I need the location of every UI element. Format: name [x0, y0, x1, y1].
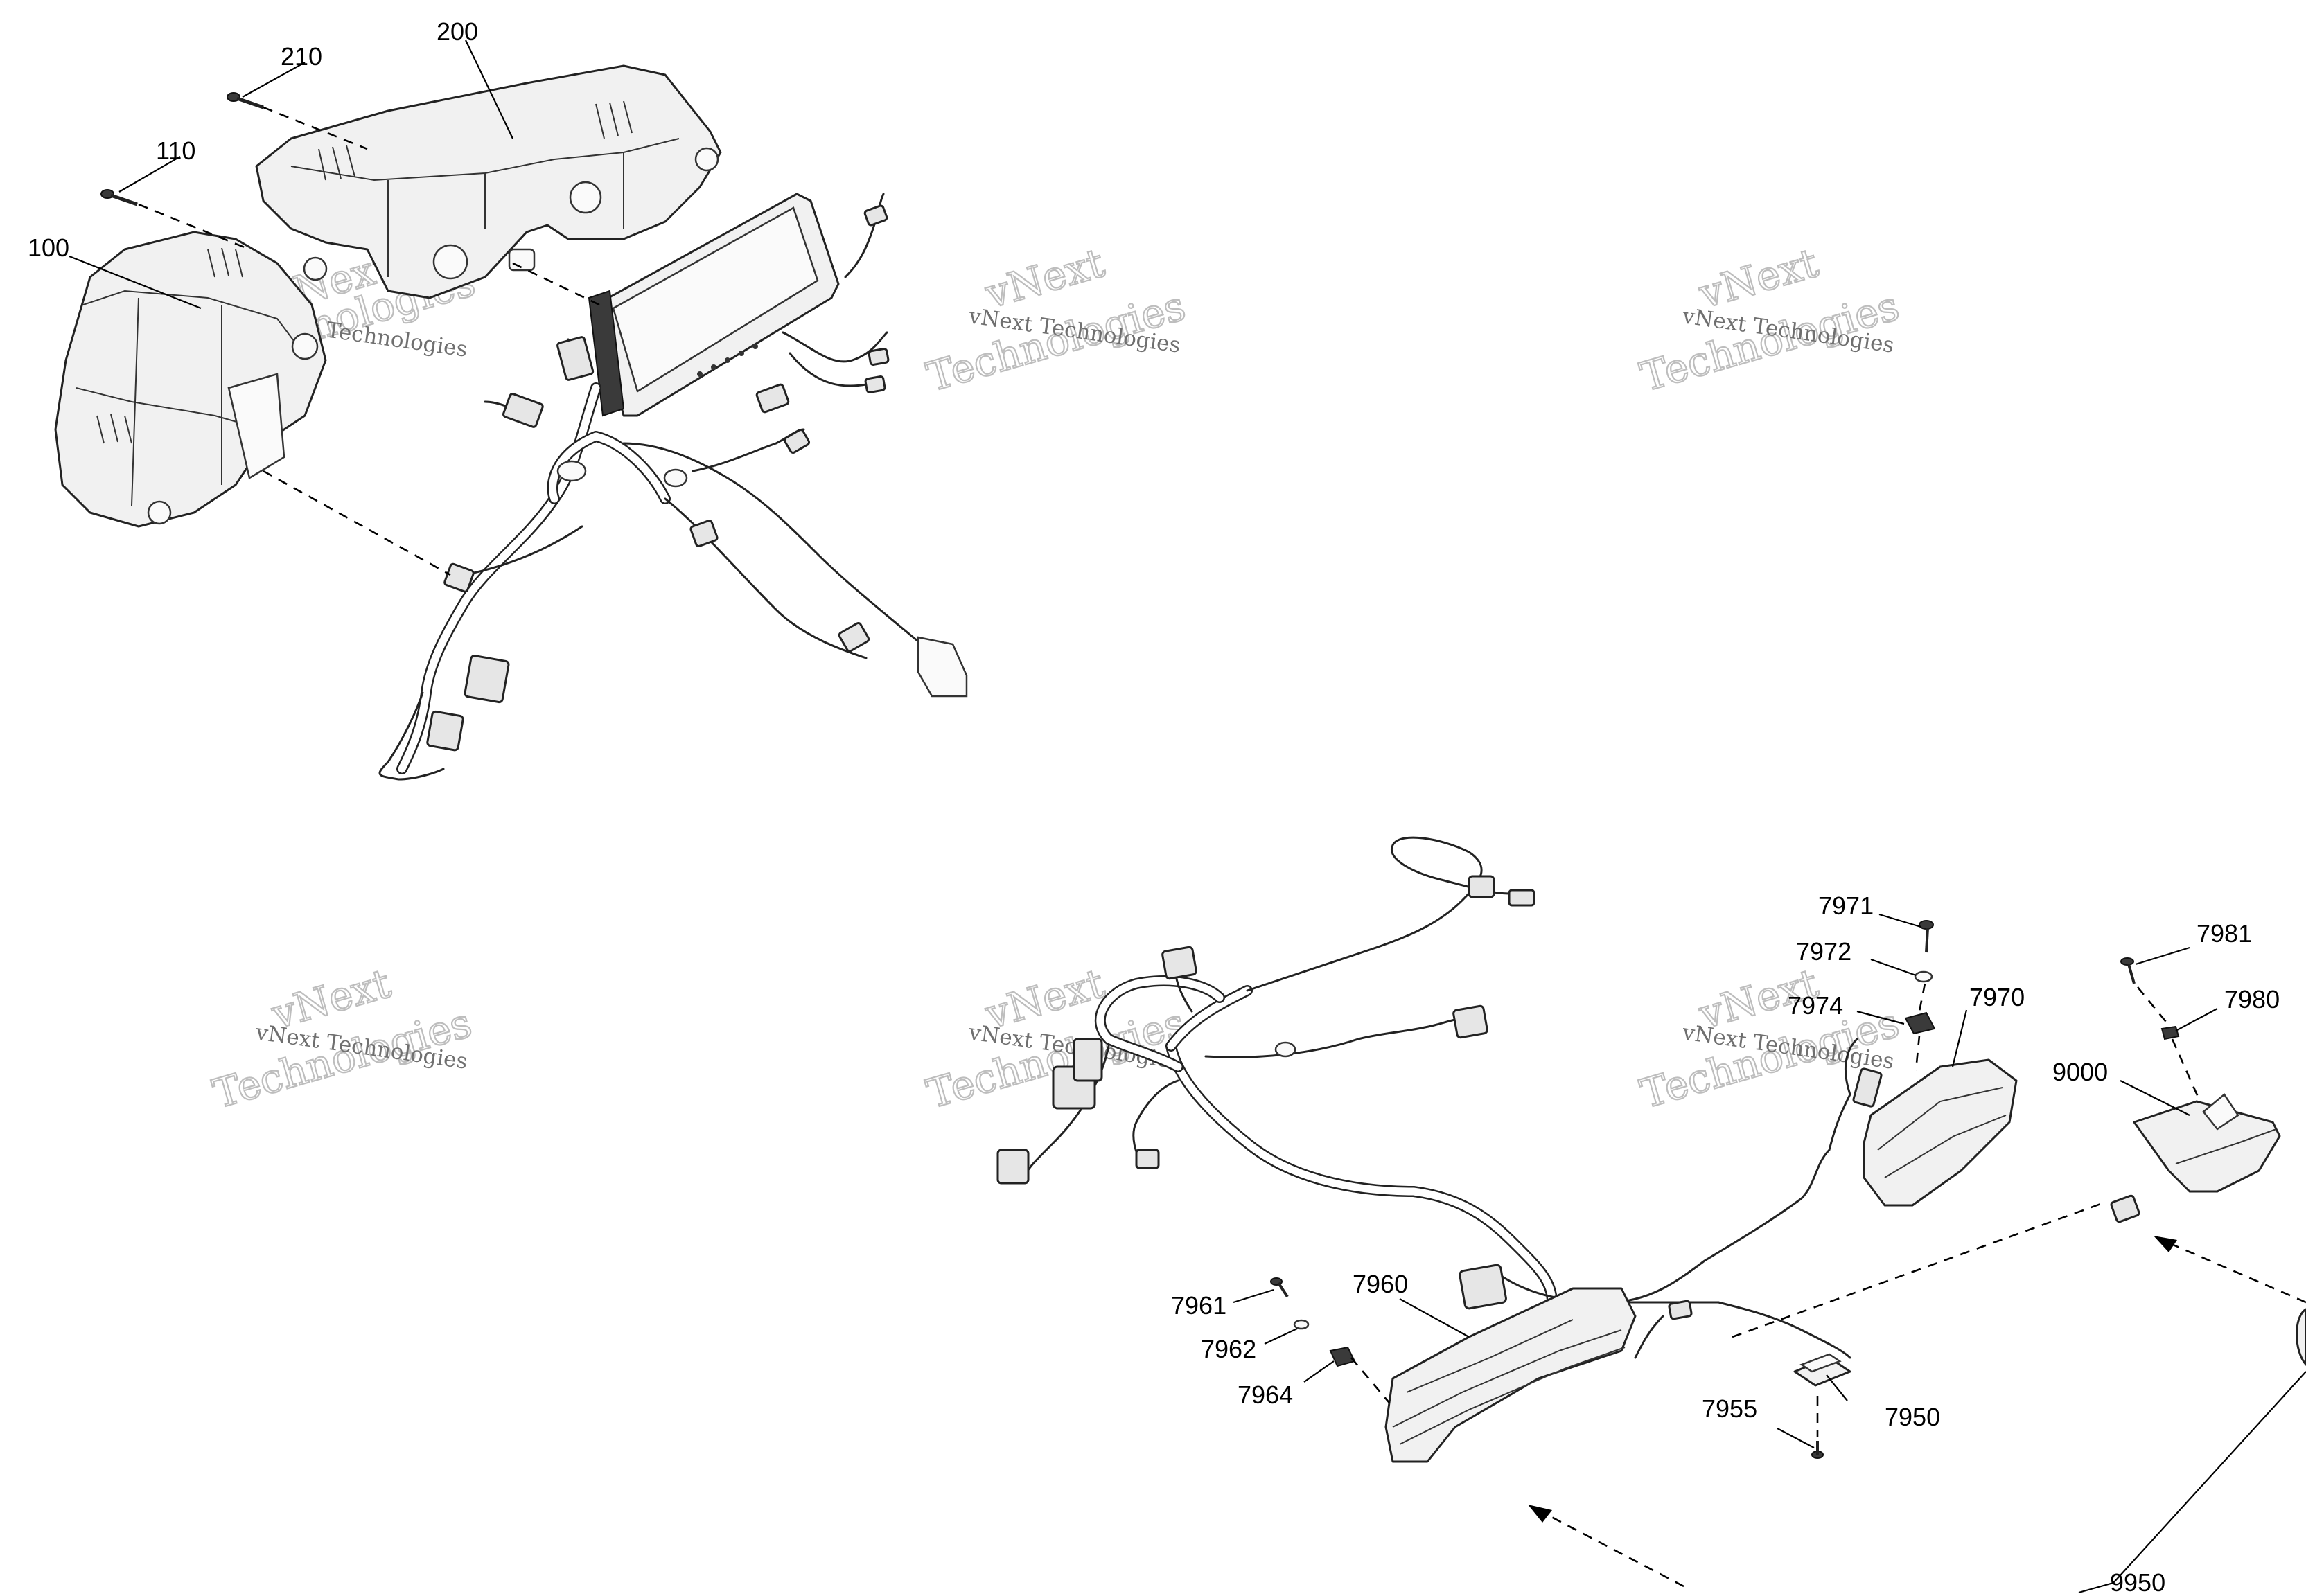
- screw-210: [227, 92, 264, 109]
- plate-light-7950: [1793, 1353, 1851, 1387]
- callout-7971: 7971: [1818, 892, 1874, 920]
- hardware-7955: [1811, 1441, 1824, 1459]
- callout-7962: 7962: [1201, 1335, 1256, 1363]
- top-callouts: 100 110 200 210: [28, 17, 513, 310]
- callout-9000: 9000: [2052, 1058, 2108, 1086]
- callout-7950: 7950: [1885, 1403, 1940, 1431]
- tail-light-7960: [1384, 1287, 1637, 1463]
- hardware-7981: [2120, 957, 2136, 984]
- hardware-7974: [1904, 1011, 1936, 1035]
- callout-110: 110: [156, 136, 195, 165]
- bottom-connector-set: [996, 875, 2140, 1320]
- hardware-7964: [1329, 1346, 1356, 1367]
- hardware-7961: [1270, 1277, 1289, 1298]
- watermark-bottom-left: vNext Technologies vNext Technologies: [207, 959, 477, 1118]
- tail-light-7970: [1863, 1058, 2018, 1207]
- screw-110: [100, 189, 138, 206]
- top-connector-set: [426, 204, 968, 752]
- display-unit: [588, 193, 840, 417]
- light-9000: [2133, 1093, 2281, 1193]
- arrow-heads: [1528, 1236, 2177, 1523]
- callout-9950: 9950: [2110, 1568, 2165, 1596]
- bottom-callouts: 7960 7961 7962 7964 7950 7955 7970 7971 …: [1171, 892, 2306, 1596]
- callout-7974: 7974: [1788, 991, 1843, 1020]
- callout-7980: 7980: [2224, 985, 2280, 1013]
- callout-210: 210: [281, 42, 322, 71]
- callout-7981: 7981: [2197, 919, 2252, 948]
- watermark-brand-top: vNext: [980, 239, 1109, 318]
- top-assembly-lines: [138, 106, 600, 576]
- callout-7964: 7964: [1238, 1381, 1293, 1409]
- watermark-top-center: vNext Technologies vNext Technologies: [921, 238, 1191, 401]
- bottom-wire-harness: [1024, 836, 1858, 1359]
- hardware-7971: [1919, 920, 1934, 953]
- callout-7970: 7970: [1969, 983, 2025, 1011]
- bottom-assembly-lines: [1350, 983, 2306, 1588]
- callout-200: 200: [437, 17, 478, 46]
- callout-7955: 7955: [1702, 1394, 1757, 1423]
- part-9950-edge: [2296, 1308, 2306, 1366]
- rear-housing-200: [255, 64, 722, 299]
- callout-100: 100: [28, 233, 69, 262]
- hardware-7980: [2160, 1025, 2180, 1040]
- callout-7972: 7972: [1796, 937, 1851, 966]
- hardware-7972: [1914, 970, 1933, 983]
- callout-7960: 7960: [1353, 1270, 1408, 1298]
- hardware-7962: [1293, 1319, 1310, 1330]
- watermark-top-right: vNext Technologies vNext Technologies: [1635, 238, 1905, 401]
- callout-7961: 7961: [1171, 1291, 1226, 1320]
- watermark-brand-top: vNext: [1693, 239, 1823, 318]
- front-housing-100: [54, 231, 327, 528]
